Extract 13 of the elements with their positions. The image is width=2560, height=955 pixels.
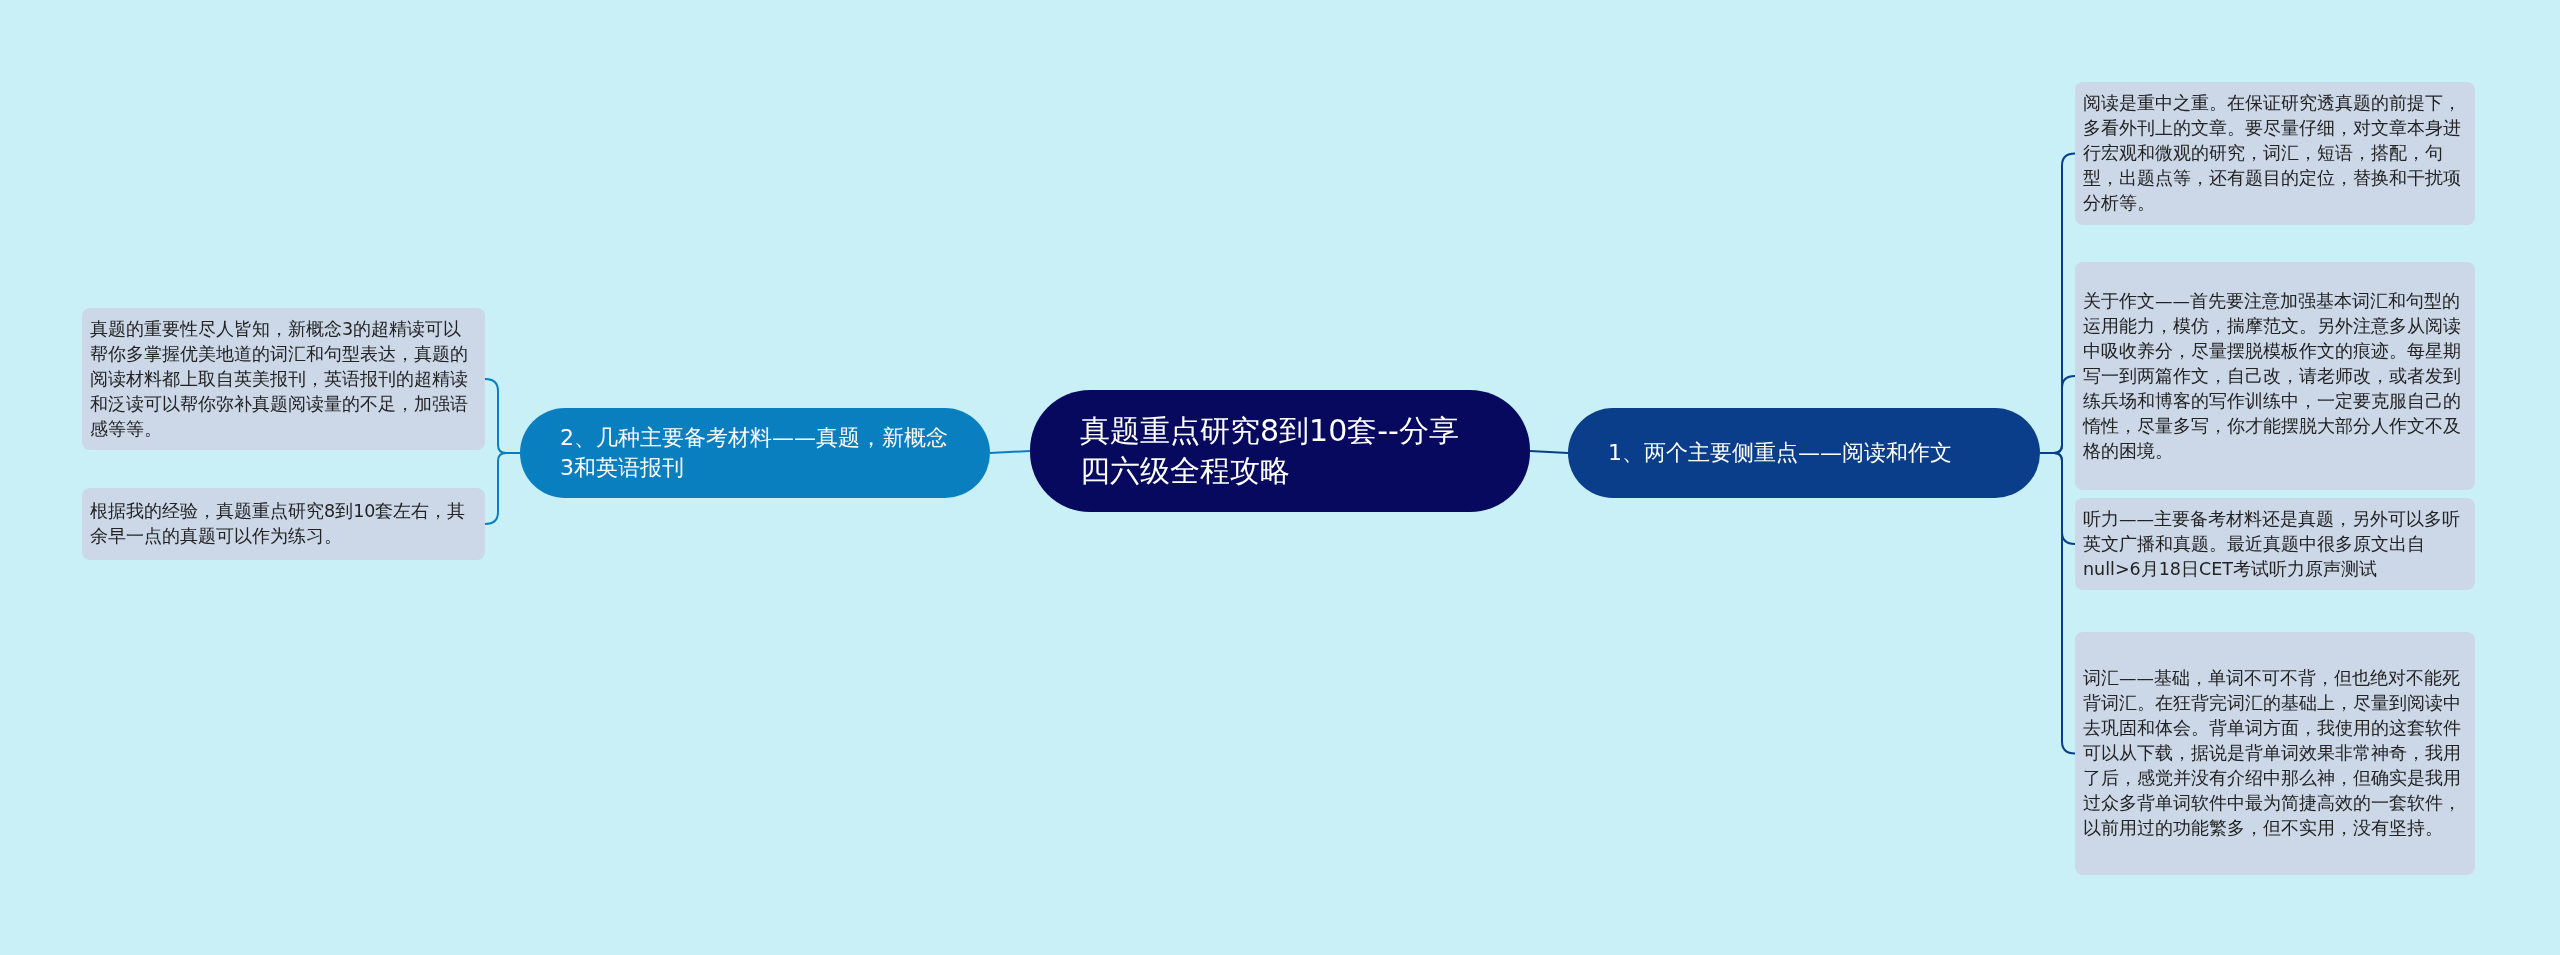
connector-line <box>484 452 521 525</box>
branch-box: 2、几种主要备考材料——真题，新概念3和英语报刊 <box>520 408 990 498</box>
note-box: 关于作文——首先要注意加强基本词汇和句型的运用能力，模仿，揣摩范文。另外注意多从阅读中吸收养分，尽量摆脱模板作文的痕迹。每星期写一到两篇作文，自己改，请老师改，或者发到练兵场和博客的写作训练中，一定要克服自己的惰性，尽量多写，你才能摆脱大部分人作文不及格的困境。 <box>2075 262 2475 490</box>
connector-line <box>2039 452 2076 755</box>
connector-line <box>989 450 1031 454</box>
note-box: 根据我的经验，真题重点研究8到10套左右，其余早一点的真题可以作为练习。 <box>82 488 485 560</box>
branch-box: 1、两个主要侧重点——阅读和作文 <box>1568 408 2040 498</box>
note-box: 听力——主要备考材料还是真题，另外可以多听英文广播和真题。最近真题中很多原文出自null>6月18日CET考试听力原声测试 <box>2075 498 2475 590</box>
note-box: 词汇——基础，单词不可不背，但也绝对不能死背词汇。在狂背完词汇的基础上，尽量到阅读中去巩固和体会。背单词方面，我使用的这套软件可以从下载，据说是背单词效果非常神奇，我用了后，感觉并没有介绍中那么神，但确实是我用过众多背单词软件中最为简捷高效的一套软件，以前用过的功能繁多，但不实用，没有坚持。 <box>2075 632 2475 875</box>
connector-line <box>1529 450 1569 454</box>
topic-box: 真题重点研究8到10套--分享四六级全程攻略 <box>1030 390 1530 512</box>
note-box: 阅读是重中之重。在保证研究透真题的前提下，多看外刊上的文章。要尽量仔细，对文章本身进行宏观和微观的研究，词汇，短语，搭配，句型，出题点等，还有题目的定位，替换和干扰项分析等。 <box>2075 82 2475 225</box>
note-box: 真题的重要性尽人皆知，新概念3的超精读可以帮你多掌握优美地道的词汇和句型表达，真题的阅读材料都上取自英美报刊，英语报刊的超精读和泛读可以帮你弥补真题阅读量的不足，加强语感等等。 <box>82 308 485 450</box>
